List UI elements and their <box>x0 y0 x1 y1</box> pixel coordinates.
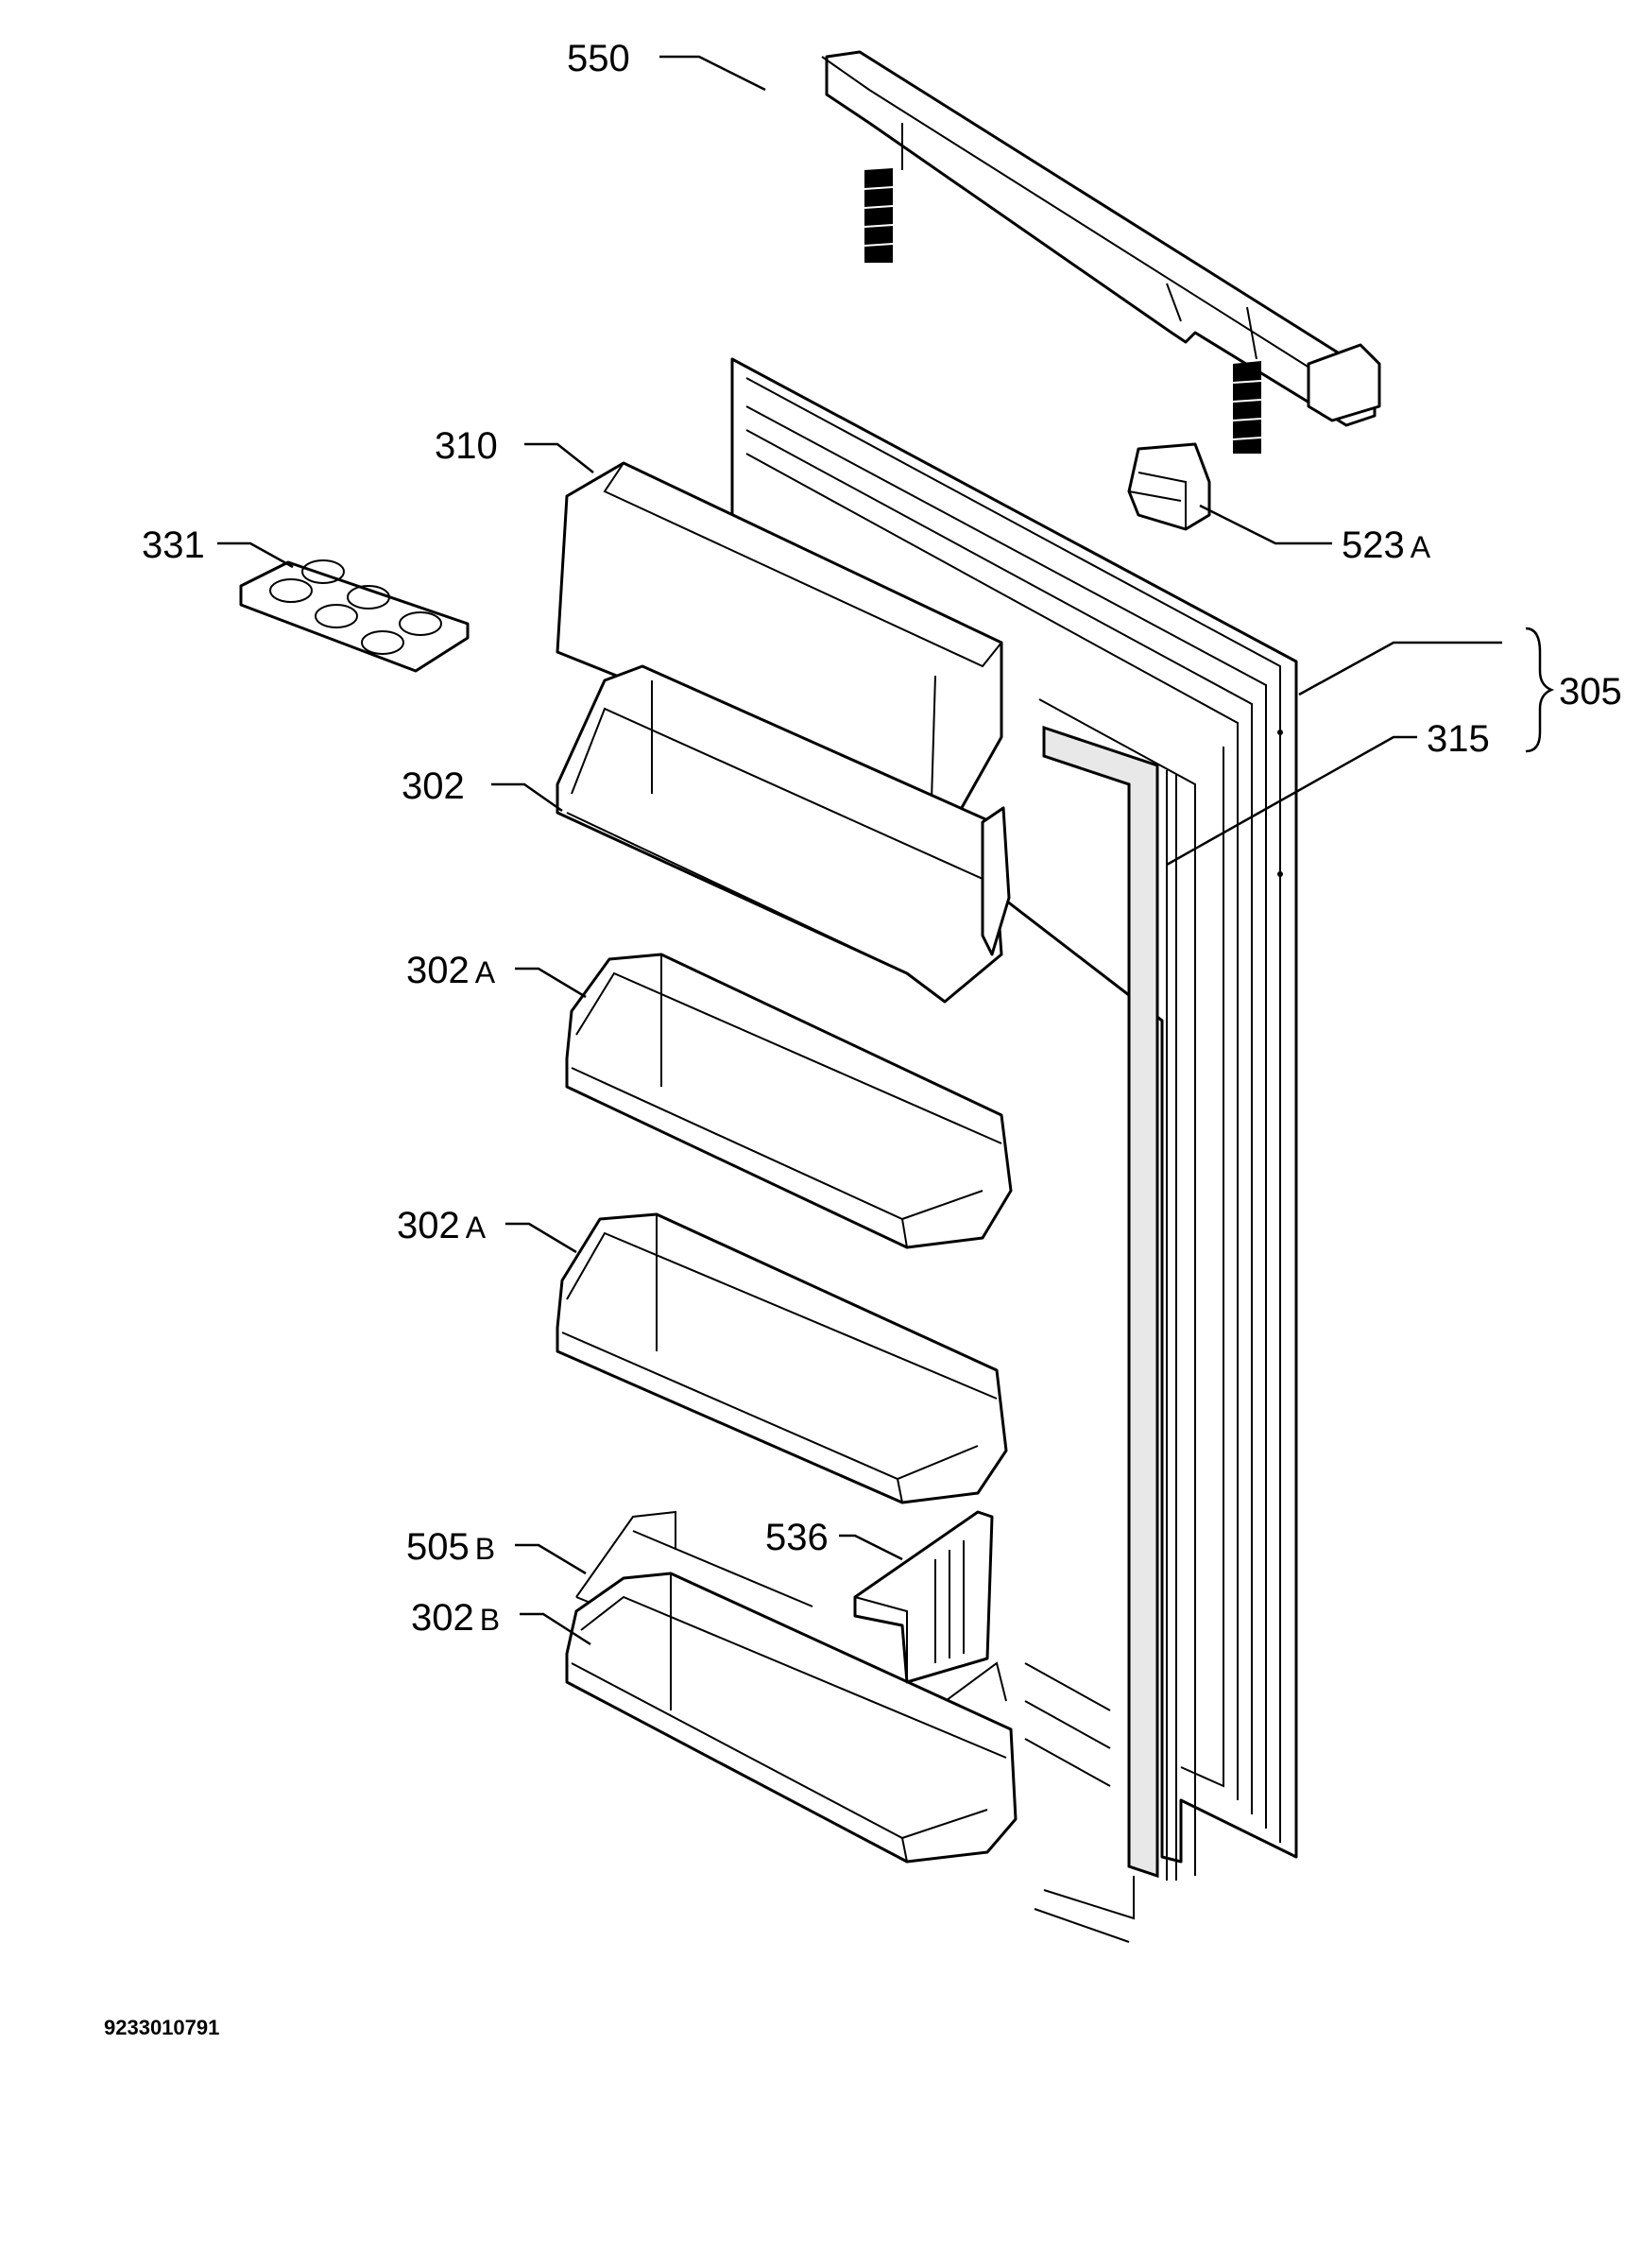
callout-305: 305 <box>1298 627 1622 753</box>
callout-suffix: A <box>475 955 496 989</box>
callout-number: 505 <box>406 1526 470 1568</box>
dairy-compartment-lid <box>556 461 1003 833</box>
door-shelf-lower <box>556 1212 1008 1504</box>
callout-number: 302 <box>402 765 465 807</box>
callout-number: 302 <box>397 1205 460 1246</box>
door-gasket <box>1034 725 1177 1943</box>
bottle-separator <box>853 1510 994 1684</box>
callout-310: 310 <box>435 425 594 473</box>
callout-number: 302 <box>406 950 470 991</box>
callout-number: 536 <box>765 1517 829 1558</box>
callout-number: 550 <box>567 38 630 79</box>
callout-302: 302 <box>402 765 563 813</box>
svg-text:550: 550 <box>567 38 630 79</box>
svg-text:331: 331 <box>142 524 205 566</box>
svg-text:302: 302 <box>402 765 465 807</box>
svg-text:315: 315 <box>1427 718 1490 760</box>
callout-315: 315 <box>1166 718 1490 867</box>
hinge-cover <box>821 50 1381 454</box>
callout-suffix: A <box>1411 530 1431 564</box>
callout-536: 536 <box>765 1517 903 1561</box>
callout-331: 331 <box>142 524 294 569</box>
document-number: 9233010791 <box>104 2016 219 2039</box>
egg-tray <box>239 559 470 673</box>
callout-suffix: B <box>475 1532 495 1566</box>
callout-suffix: B <box>480 1603 500 1637</box>
svg-text:305: 305 <box>1559 671 1622 713</box>
door-shelf-upper <box>565 953 1013 1249</box>
callout-suffix: A <box>466 1211 487 1245</box>
callout-number: 305 <box>1559 671 1622 713</box>
callout-number: 331 <box>142 524 205 566</box>
bottle-shelf <box>565 1572 1018 1864</box>
callout-number: 302 <box>411 1597 474 1639</box>
svg-text:536: 536 <box>765 1517 829 1558</box>
callout-number: 310 <box>435 425 498 467</box>
callout-number: 523 <box>1342 524 1405 566</box>
callout-number: 315 <box>1427 718 1490 760</box>
svg-text:310: 310 <box>435 425 498 467</box>
dairy-compartment <box>556 664 1011 1004</box>
callout-550: 550 <box>567 38 766 92</box>
hinge-pin-block <box>1127 442 1211 531</box>
